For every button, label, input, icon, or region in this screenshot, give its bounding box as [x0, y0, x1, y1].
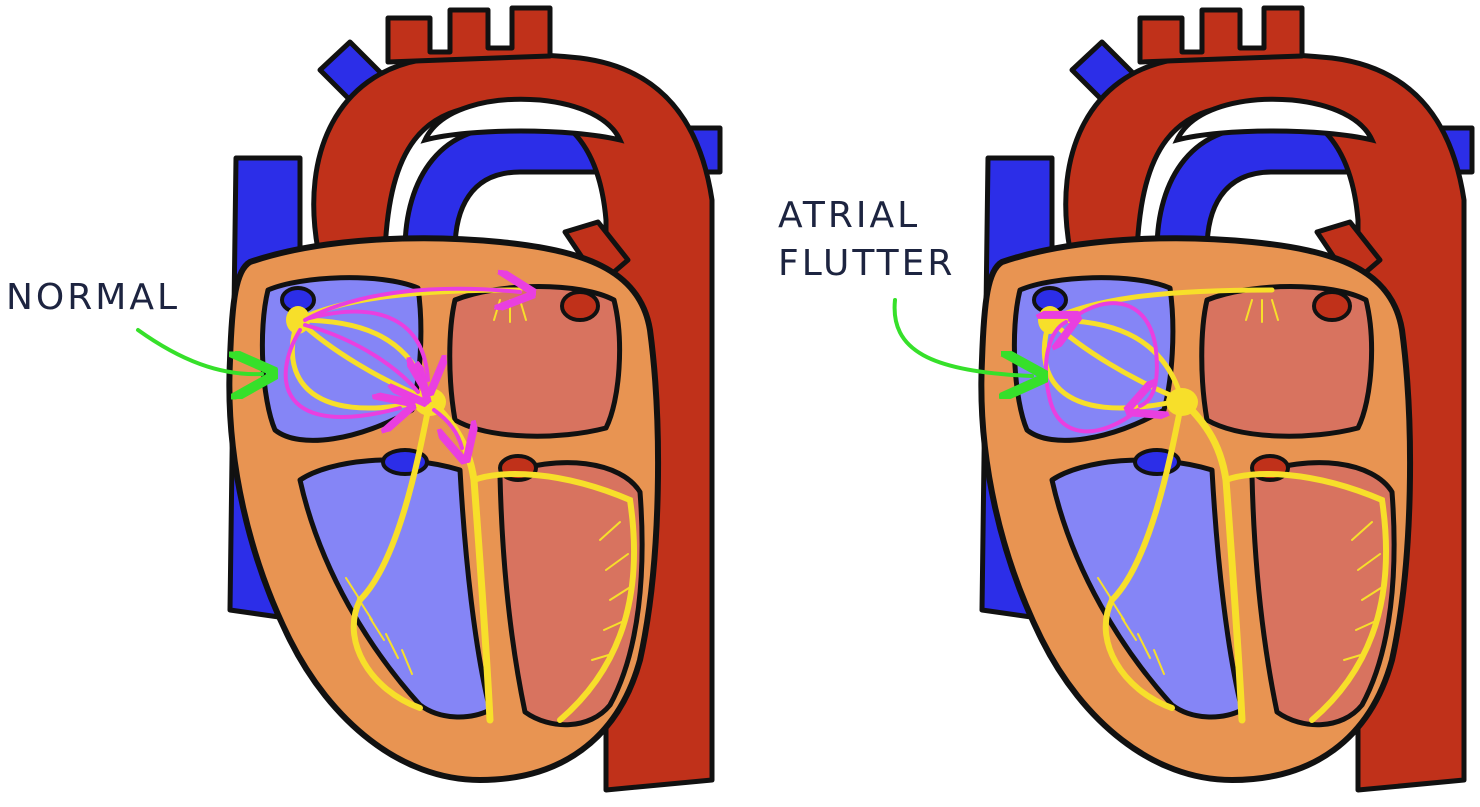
- heart-atrial-flutter: [892, 8, 1472, 790]
- flutter-pointer-arrow-icon: [892, 298, 1032, 376]
- label-atrial-flutter-line2: FLUTTER: [778, 243, 956, 284]
- normal-conduction-arrows: [283, 289, 520, 448]
- flutter-reentry-circuit: [1046, 301, 1157, 434]
- normal-pointer-arrow-icon: [136, 328, 262, 374]
- label-normal: NORMAL: [6, 277, 181, 318]
- heart-normal: [136, 8, 720, 790]
- label-atrial-flutter-line1: ATRIAL: [778, 195, 921, 236]
- label-atrial-flutter: ATRIAL FLUTTER: [778, 192, 955, 288]
